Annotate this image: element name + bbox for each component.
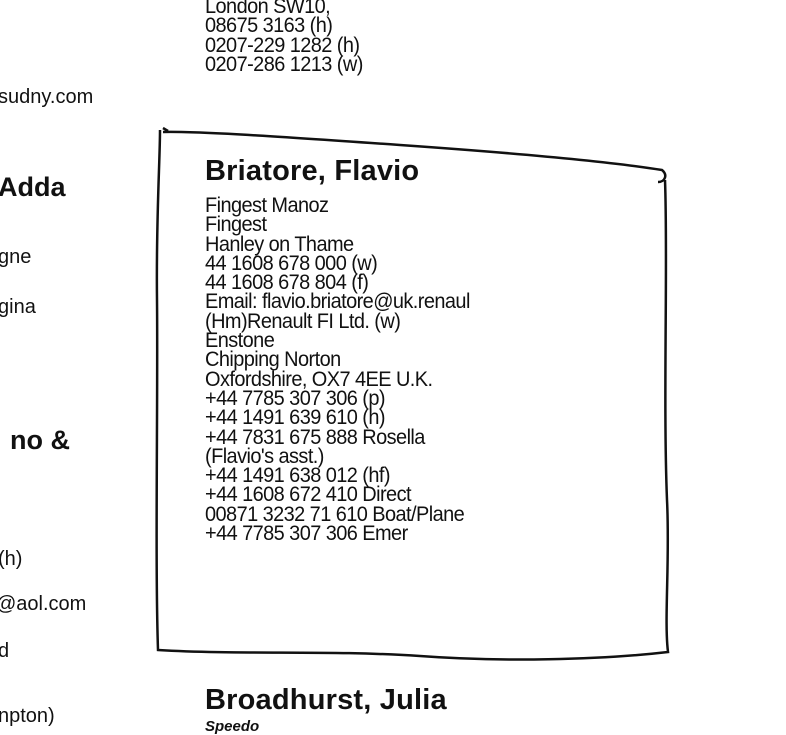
contact-company-broadhurst: Speedo: [205, 718, 260, 735]
left-email-fragment: sudny.com: [0, 86, 94, 108]
left-line-fragment: gne: [0, 246, 32, 268]
detail-line: (Flavio's asst.): [205, 444, 324, 468]
detail-line: +44 7785 307 306 (p): [205, 386, 386, 410]
phone-line: 08675 3163 (h): [205, 14, 333, 38]
previous-entry: London SW10, 08675 3163 (h) 0207-229 128…: [205, 0, 363, 76]
detail-line: (Hm)Renault FI Ltd. (w): [205, 309, 401, 333]
left-line-fragment: npton): [0, 705, 55, 727]
left-email-fragment: @aol.com: [0, 593, 87, 615]
detail-line: Fingest Manoz: [205, 194, 329, 217]
left-phone-fragment: (h): [0, 548, 23, 570]
detail-line: Enstone: [205, 329, 275, 353]
contact-name-broadhurst: Broadhurst, Julia: [205, 684, 447, 716]
left-name-fragment: no &: [10, 425, 70, 455]
detail-line: +44 7831 675 888 Rosella: [205, 425, 425, 449]
phone-line: 0207-286 1213 (w): [205, 52, 363, 76]
left-line-fragment: d: [0, 640, 10, 662]
left-name-fragment: Adda: [0, 172, 66, 202]
detail-line: Oxfordshire, OX7 4EE U.K.: [205, 367, 433, 391]
detail-line: Fingest: [205, 213, 267, 237]
detail-line: Chipping Norton: [205, 348, 341, 372]
detail-line: 00871 3232 71 610 Boat/Plane: [205, 502, 465, 526]
phone-line: 0207-229 1282 (h): [205, 33, 360, 57]
detail-line: Email: flavio.briatore@uk.renaul: [205, 290, 470, 314]
detail-line: +44 1491 639 610 (h): [205, 406, 386, 430]
detail-line: 44 1608 678 000 (w): [205, 251, 378, 275]
left-line-fragment: gina: [0, 296, 36, 318]
contact-name-briatore: Briatore, Flavio: [205, 155, 420, 187]
detail-line: 44 1608 678 804 (f): [205, 271, 369, 295]
detail-line: +44 7785 307 306 Emer: [205, 522, 408, 546]
detail-line: +44 1491 638 012 (hf): [205, 464, 390, 488]
detail-line: +44 1608 672 410 Direct: [205, 483, 412, 507]
detail-line: Hanley on Thame: [205, 232, 354, 256]
address-line: London SW10,: [205, 0, 331, 18]
contact-details-briatore: Fingest Manoz Fingest Hanley on Thame 44…: [205, 194, 470, 546]
